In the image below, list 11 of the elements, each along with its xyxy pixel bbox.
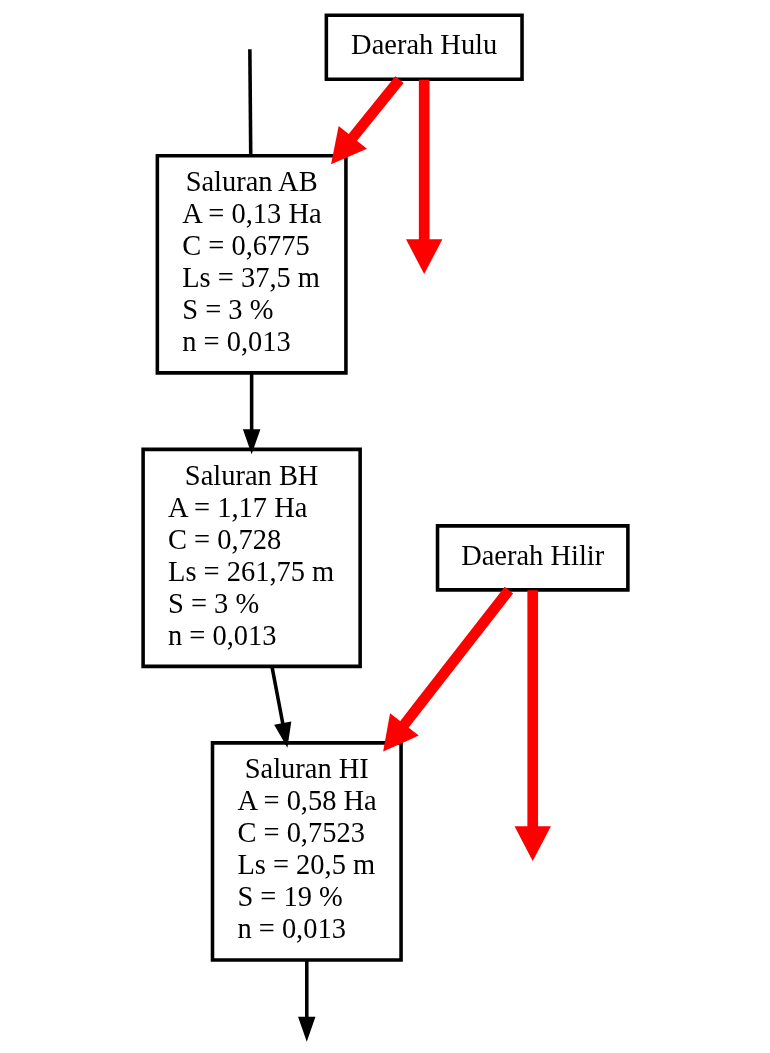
connector	[247, 49, 252, 156]
node-box: Daerah Hilir	[435, 524, 630, 592]
arrow	[514, 590, 551, 861]
node-box: Daerah Hulu	[324, 13, 524, 82]
arrow	[405, 79, 442, 274]
arrow	[242, 373, 260, 455]
arrow	[269, 666, 291, 748]
node-box: Saluran BH A = 1,17 Ha C = 0,728 Ls = 261,75 m S = 3 % n = 0,013	[140, 447, 362, 669]
arrow	[297, 960, 315, 1042]
node-box: Saluran AB A = 0,13 Ha C = 0,6775 Ls = 37,5 m S = 3 % n = 0,013	[155, 154, 348, 375]
node-box: Saluran HI A = 0,58 Ha C = 0,7523 Ls = 20,5 m S = 19 % n = 0,013	[210, 741, 403, 962]
